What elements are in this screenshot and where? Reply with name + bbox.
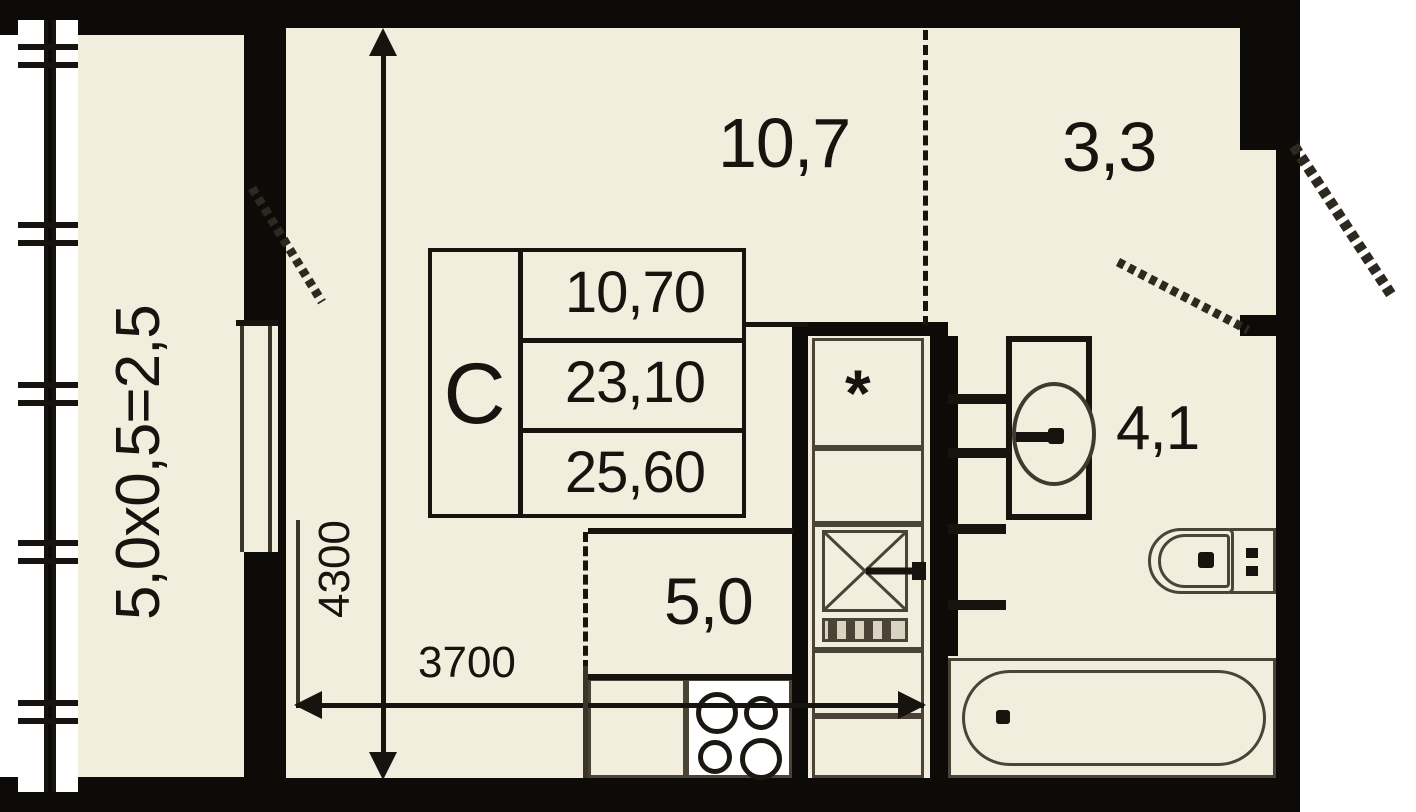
kitchen-partition-wall <box>792 322 808 778</box>
dimension-label-vertical: 4300 <box>310 520 359 618</box>
area-table-row-divider-1 <box>518 338 746 343</box>
outer-right-gap <box>1300 0 1416 812</box>
balcony-mullion-9 <box>18 700 78 706</box>
bathroom-area-label: 4,1 <box>1116 394 1200 463</box>
balcony-mullion-6 <box>18 400 78 406</box>
kitchen-counter-top-rail <box>588 674 792 680</box>
dim-extension-tick-mid <box>583 666 588 778</box>
vanity-shelf-4 <box>958 534 1006 600</box>
vanity-shelf-div-2 <box>948 448 1010 458</box>
toilet-tank-btn-1 <box>1246 548 1258 558</box>
kitchen-upper-counter-rail <box>588 528 794 534</box>
area-table-unit-label: C <box>443 346 505 442</box>
stove-burner-front-right <box>740 738 782 780</box>
hall-area-label: 3,3 <box>1062 108 1157 186</box>
balcony-mullion-8 <box>18 558 78 564</box>
vanity-shelf-2b <box>992 404 1010 448</box>
living-hall-dashed-divider <box>923 30 928 326</box>
bath-left-wall <box>930 322 948 778</box>
balcony-door-frame-line-a <box>240 322 244 552</box>
utility-cabinet <box>812 338 924 448</box>
area-table-row-2: 23,10 <box>564 350 706 415</box>
kitchen-zone-dashed-line <box>583 532 588 670</box>
vanity-shelf-div-1 <box>948 394 1006 404</box>
area-table-row-divider-2 <box>518 428 746 433</box>
washing-machine-drum <box>822 530 908 612</box>
vanity-column-frame <box>948 336 958 656</box>
wash-basin-drain <box>1048 428 1064 444</box>
entry-jamb-upper <box>1240 0 1300 150</box>
balcony-mullion-2 <box>18 62 78 68</box>
balcony-mullion-10 <box>18 718 78 724</box>
cabinet-bottom <box>812 716 924 778</box>
balcony-mullion-5 <box>18 382 78 388</box>
toilet-flush-hole <box>1198 552 1214 568</box>
vanity-shelf-div-3 <box>948 524 1006 534</box>
vanity-shelf-div-4 <box>948 600 1006 610</box>
dimension-line-vertical <box>381 34 386 774</box>
kitchen-counter-left <box>588 678 686 778</box>
stove-burner-back-right <box>744 696 778 730</box>
balcony-door-frame-top <box>236 320 278 326</box>
balcony-glazing-gap-outer <box>18 20 44 792</box>
dimension-line-horizontal <box>296 703 924 708</box>
stove-burner-back-left <box>696 692 738 734</box>
area-table-row-1: 10,70 <box>564 260 706 325</box>
stove-burner-front-left <box>698 740 732 774</box>
dim-extension-tick-left <box>296 520 300 706</box>
balcony-mullion-7 <box>18 540 78 546</box>
toilet-tank <box>1230 528 1276 594</box>
vanity-shelf-2a <box>958 404 984 448</box>
vanity-shelf-3 <box>958 458 1006 524</box>
toilet-bowl-inner <box>1158 534 1230 588</box>
utility-marker-label: * <box>845 356 871 430</box>
washing-machine-panel <box>822 618 908 642</box>
dimension-label-horizontal: 3700 <box>418 638 516 687</box>
balcony-glazing-rail-2 <box>52 20 56 792</box>
balcony-mullion-3 <box>18 222 78 228</box>
kitchen-area-label: 5,0 <box>664 564 754 638</box>
balcony-mullion-4 <box>18 240 78 246</box>
living-room-area-label: 10,7 <box>718 104 851 182</box>
area-table <box>428 248 746 518</box>
bathtub-drain <box>996 710 1010 724</box>
vanity-shelf-1 <box>958 340 1006 394</box>
balcony-outside-gap <box>0 35 18 777</box>
balcony-mullion-1 <box>18 44 78 50</box>
kitchen-head-wall <box>792 322 944 336</box>
balcony-glazing-gap-inner <box>56 20 78 792</box>
balcony-floor <box>78 35 244 777</box>
area-table-leader-line <box>746 322 808 327</box>
toilet-tank-btn-2 <box>1246 566 1258 576</box>
cabinet-mid <box>812 448 924 524</box>
balcony-glazing-rail-1 <box>44 20 48 792</box>
wash-basin-faucet <box>1016 432 1058 442</box>
area-table-row-3: 25,60 <box>564 440 706 505</box>
balcony-door-frame-line-b <box>268 322 272 552</box>
bathtub-basin <box>962 670 1266 766</box>
balcony-area-label: 5,0x0,5=2,5 <box>104 305 173 620</box>
area-table-col-divider <box>518 248 523 518</box>
